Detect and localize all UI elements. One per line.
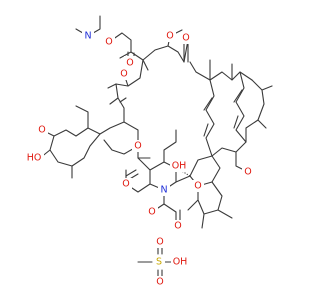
oxygen-label-ketone-top: O: [182, 33, 189, 44]
oxygen-label-ketone-low: O: [174, 221, 181, 232]
oxygen-label-mesyl-top: O: [156, 237, 163, 248]
oxygen-label-methoxy-left: O: [38, 125, 45, 136]
oxygen-label-ester: O: [105, 37, 112, 48]
atom-labels: N O O O O O O HO O O N O O OH O O S: [24, 30, 254, 288]
oxygen-label-ketone-mid: O: [120, 69, 127, 80]
oxygen-label-pyran: O: [194, 181, 201, 192]
hydroxyl-label-mesyl: OH: [173, 257, 188, 268]
nitrogen-label-pipecolate: N: [160, 185, 167, 196]
stereo-bond: [179, 169, 191, 177]
oxygen-label-ester-carbonyl: O: [126, 58, 133, 69]
oxygen-label-amide: O: [148, 207, 155, 218]
chemical-structure: N O O O O O O HO O O N O O OH O O S: [24, 15, 273, 288]
hydroxyl-label-left: HO: [27, 153, 42, 164]
oxygen-label-methoxy-right: O: [244, 167, 251, 178]
oxygen-label-methoxy-top: O: [166, 31, 173, 42]
sulfur-label: S: [156, 257, 162, 268]
oxygen-label-mesyl-bottom: O: [156, 277, 163, 288]
bond-skeleton: [39, 15, 273, 229]
oxygen-label-lactone-ring: O: [134, 141, 141, 152]
hydroxyl-label-hemiketal: OH: [172, 161, 187, 172]
oxygen-label-lactone-carbonyl: O: [122, 179, 129, 190]
nitrogen-label-dimethyl: N: [84, 31, 91, 42]
